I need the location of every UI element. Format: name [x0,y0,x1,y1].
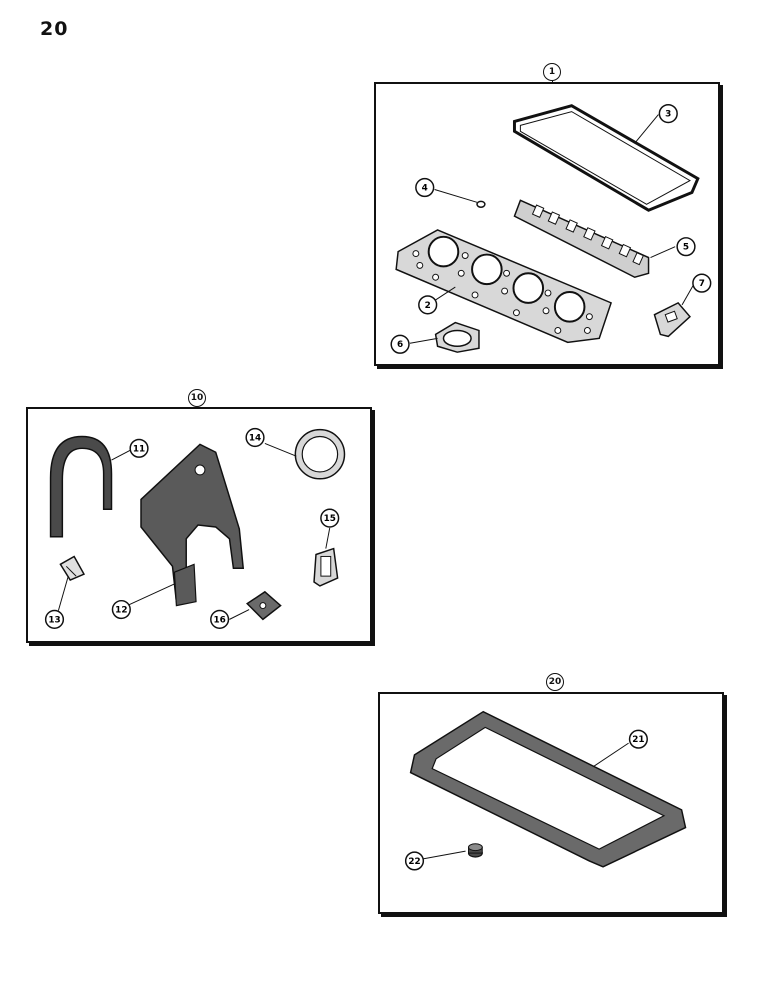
part-number-15: 15 [324,514,336,524]
rear-main-seal [49,435,113,538]
part-number-4: 4 [422,183,428,193]
head-gasket [395,229,613,344]
part-callout-5: 5 [676,237,696,257]
page-number: 20 [40,18,69,40]
part-number-6: 6 [397,340,403,350]
manifold-gasket [513,199,650,279]
part-number-3: 3 [665,110,671,120]
leader-lines-kit-20 [422,742,629,860]
gasket-kit-panel-1: 3 4 5 2 7 6 [374,82,720,366]
part-callouts-kit-20: 21 22 [404,729,648,871]
part-number-16: 16 [213,615,225,625]
part-callout-22: 22 [404,851,425,871]
part-number-12: 12 [115,605,127,615]
small-plate-gasket [59,555,86,581]
gasket-kit-1-illustration: 3 4 5 2 7 6 [390,103,712,354]
part-number-22: 22 [408,857,420,867]
cover-gasket-15 [313,547,339,587]
part-number-11: 11 [133,444,145,454]
part-callout-13: 13 [44,609,65,629]
part-number-2: 2 [425,301,431,311]
oil-pan-gasket [409,710,687,868]
part-callout-7: 7 [692,273,712,293]
kit-callout-10: 10 [188,389,206,407]
leader-lines-kit-1 [409,114,695,344]
part-number-14: 14 [249,433,261,443]
timing-cover-tab [173,563,197,607]
part-callout-4: 4 [415,177,435,198]
part-callout-21: 21 [628,729,648,749]
thermostat-gasket [434,321,480,353]
part-callouts-kit-1: 3 4 5 2 7 6 [390,103,712,354]
part-number-21: 21 [632,735,644,745]
o-ring [476,200,486,208]
part-number-5: 5 [683,243,689,253]
gasket-kit-panel-10: 11 14 15 13 12 16 [26,407,372,643]
flange-gasket-7 [653,301,691,338]
ring-gasket [294,428,346,480]
part-number-7: 7 [699,279,705,289]
gasket-kit-10-illustration: 11 14 15 13 12 16 [44,427,346,629]
part-number-13: 13 [48,615,60,625]
part-callout-3: 3 [658,103,678,124]
kit-callout-1: 1 [543,63,561,81]
part-callout-6: 6 [390,334,410,354]
leader-lines-kit-10 [57,442,331,620]
gasket-kit-20-illustration: 21 22 [404,710,687,871]
part-callouts-kit-10: 11 14 15 13 12 16 [44,427,340,629]
gasket-kit-panel-20: 21 22 [378,692,724,914]
valve-cover-gasket [512,104,700,212]
part-callout-2: 2 [418,295,438,315]
part-callout-16: 16 [210,609,230,629]
timing-cover-hole [194,464,206,476]
part-callout-14: 14 [245,427,265,448]
timing-cover-gasket [140,443,245,603]
part-callout-15: 15 [320,508,340,528]
part-callout-12: 12 [111,599,131,620]
square-gasket-16 [246,590,282,621]
kit-callout-20: 20 [546,673,564,691]
part-callout-11: 11 [129,438,149,458]
plug-gasket [467,843,483,858]
